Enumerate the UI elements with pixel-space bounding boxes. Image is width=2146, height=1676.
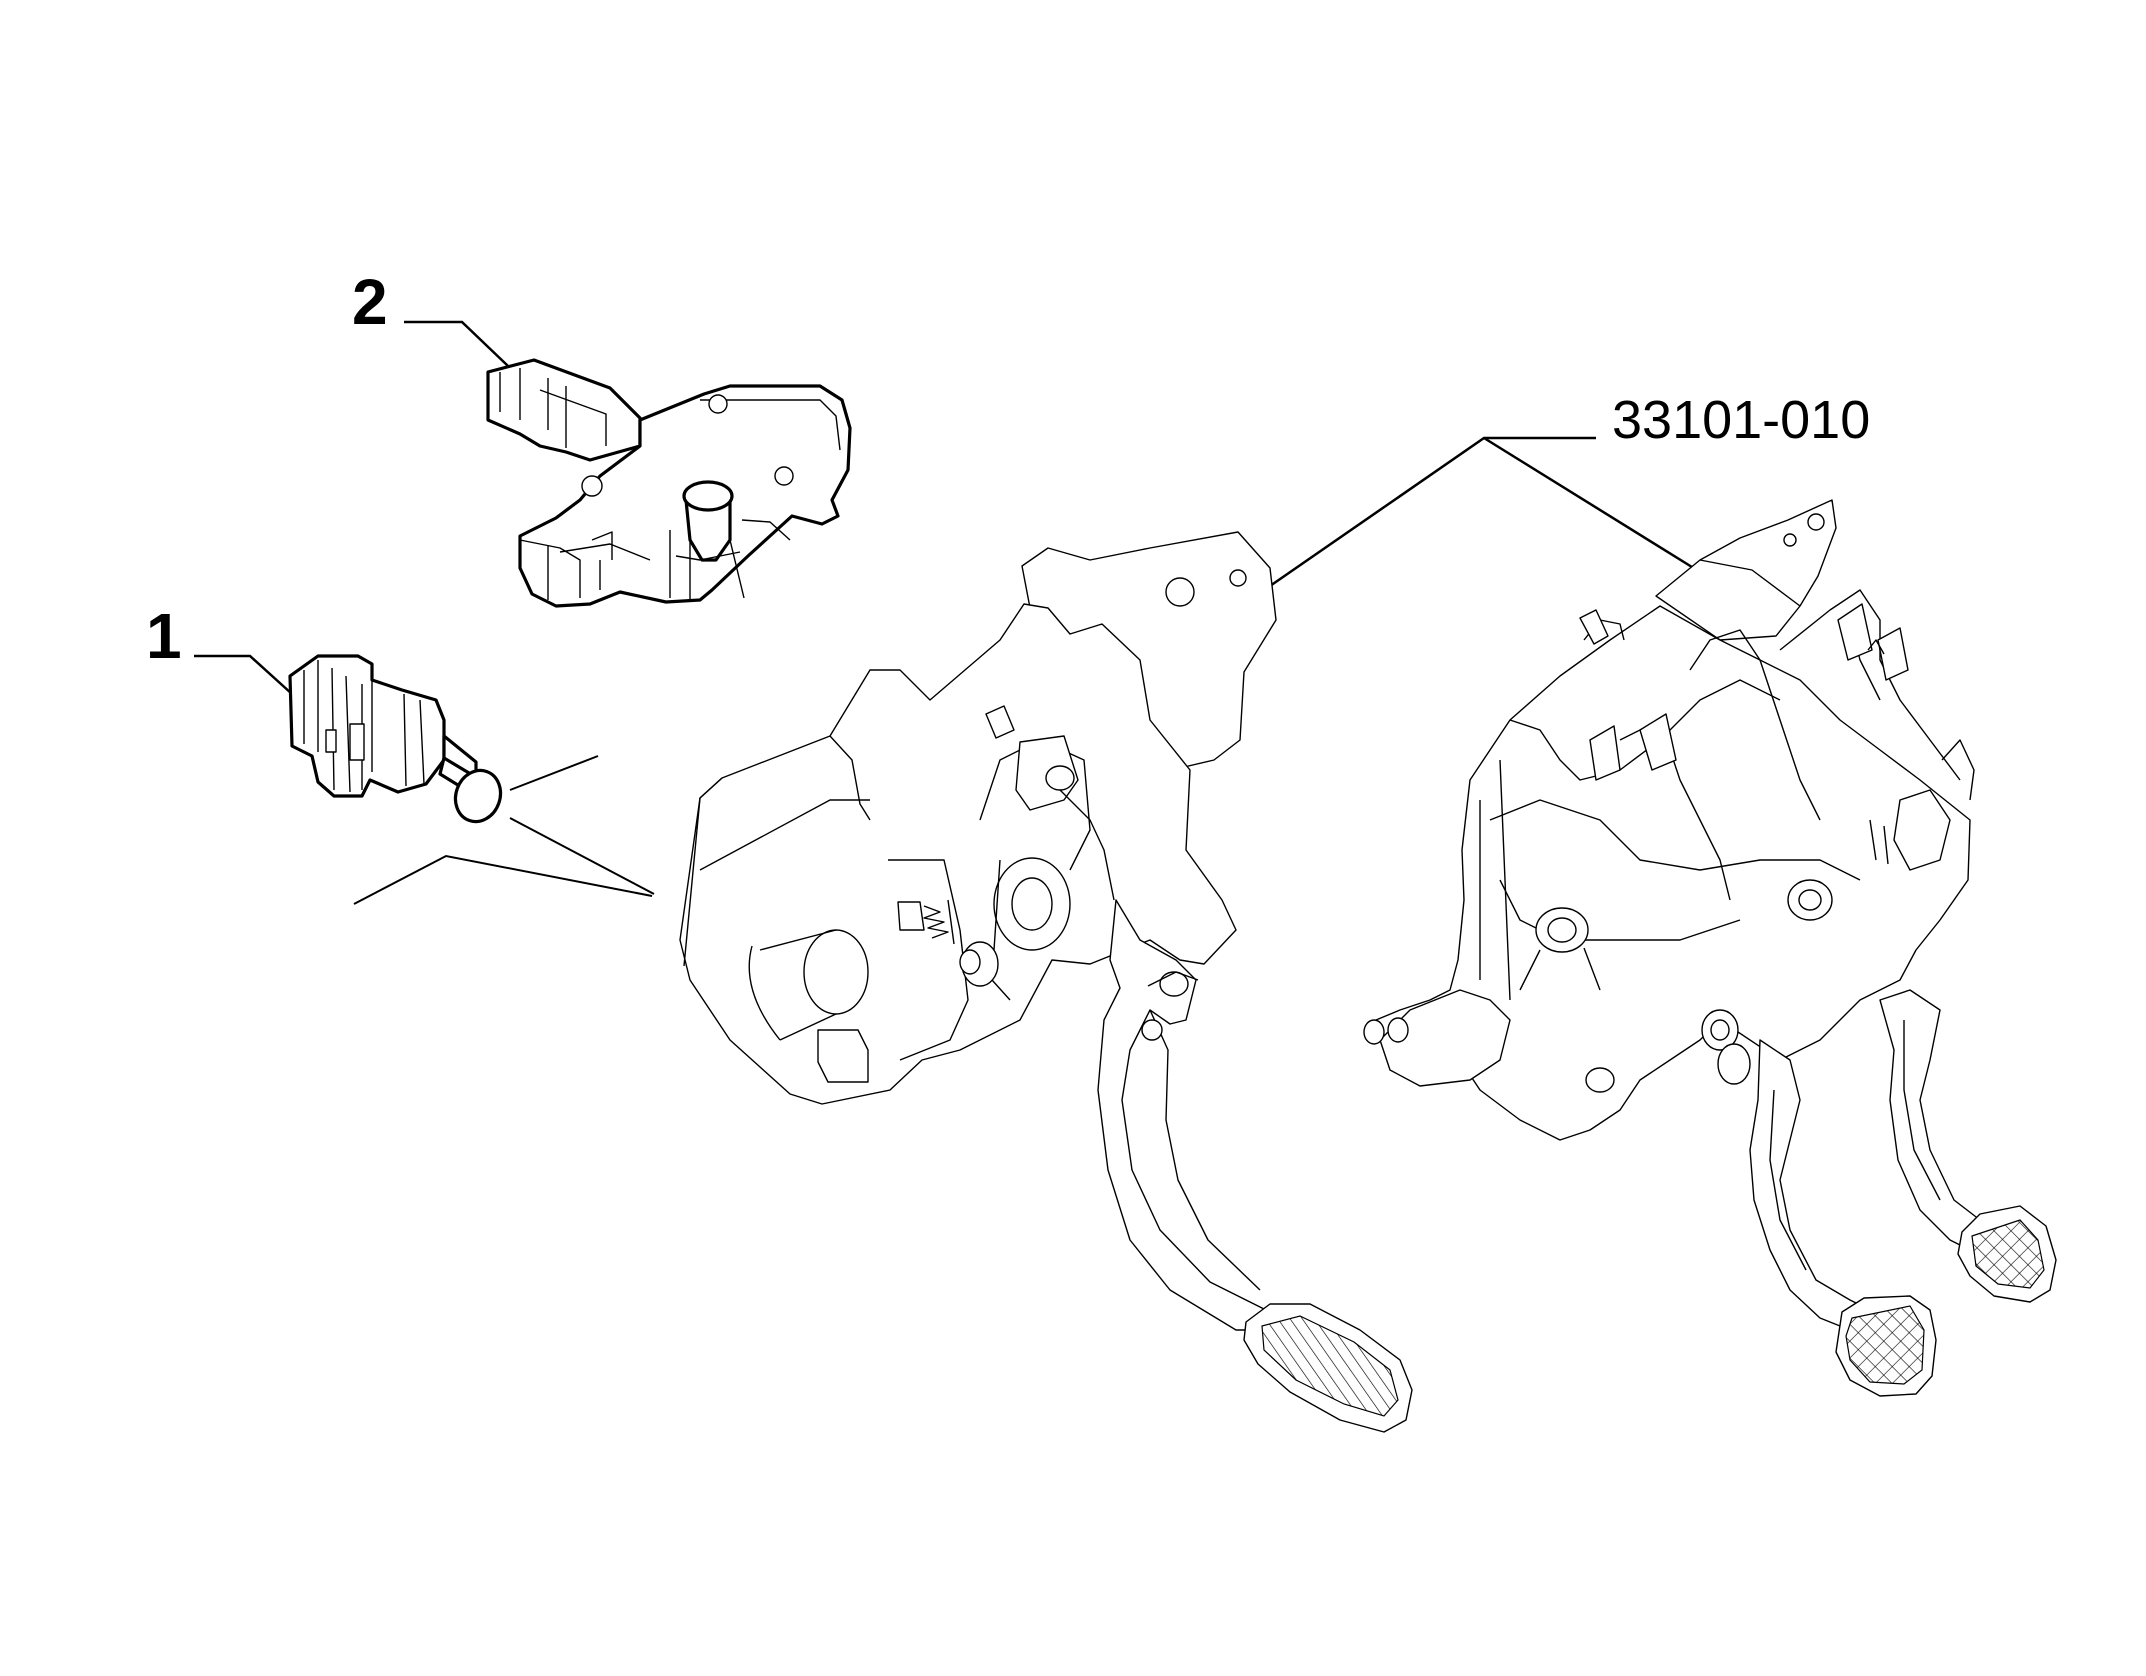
pedal-box-right[interactable] bbox=[1363, 499, 2057, 1397]
callout-assembly-leader-right bbox=[1483, 436, 1701, 574]
callout-assembly-leader-left bbox=[1269, 436, 1596, 588]
callout-assembly-number: 33101-010 bbox=[1612, 390, 1870, 450]
callout-1-leader bbox=[194, 654, 293, 695]
callout-2-leader bbox=[404, 320, 509, 367]
pedal-box-left[interactable] bbox=[679, 531, 1413, 1433]
pedal-position-sensor[interactable] bbox=[486, 358, 852, 608]
brake-light-switch[interactable] bbox=[288, 654, 508, 828]
callout-assembly: 33101-010 bbox=[1269, 390, 1870, 588]
callout-2-number: 2 bbox=[352, 266, 388, 338]
callout-1-number: 1 bbox=[146, 600, 182, 672]
position-indicator-lines bbox=[353, 755, 655, 905]
callout-2: 2 bbox=[352, 266, 509, 367]
callout-1: 1 bbox=[146, 600, 293, 695]
